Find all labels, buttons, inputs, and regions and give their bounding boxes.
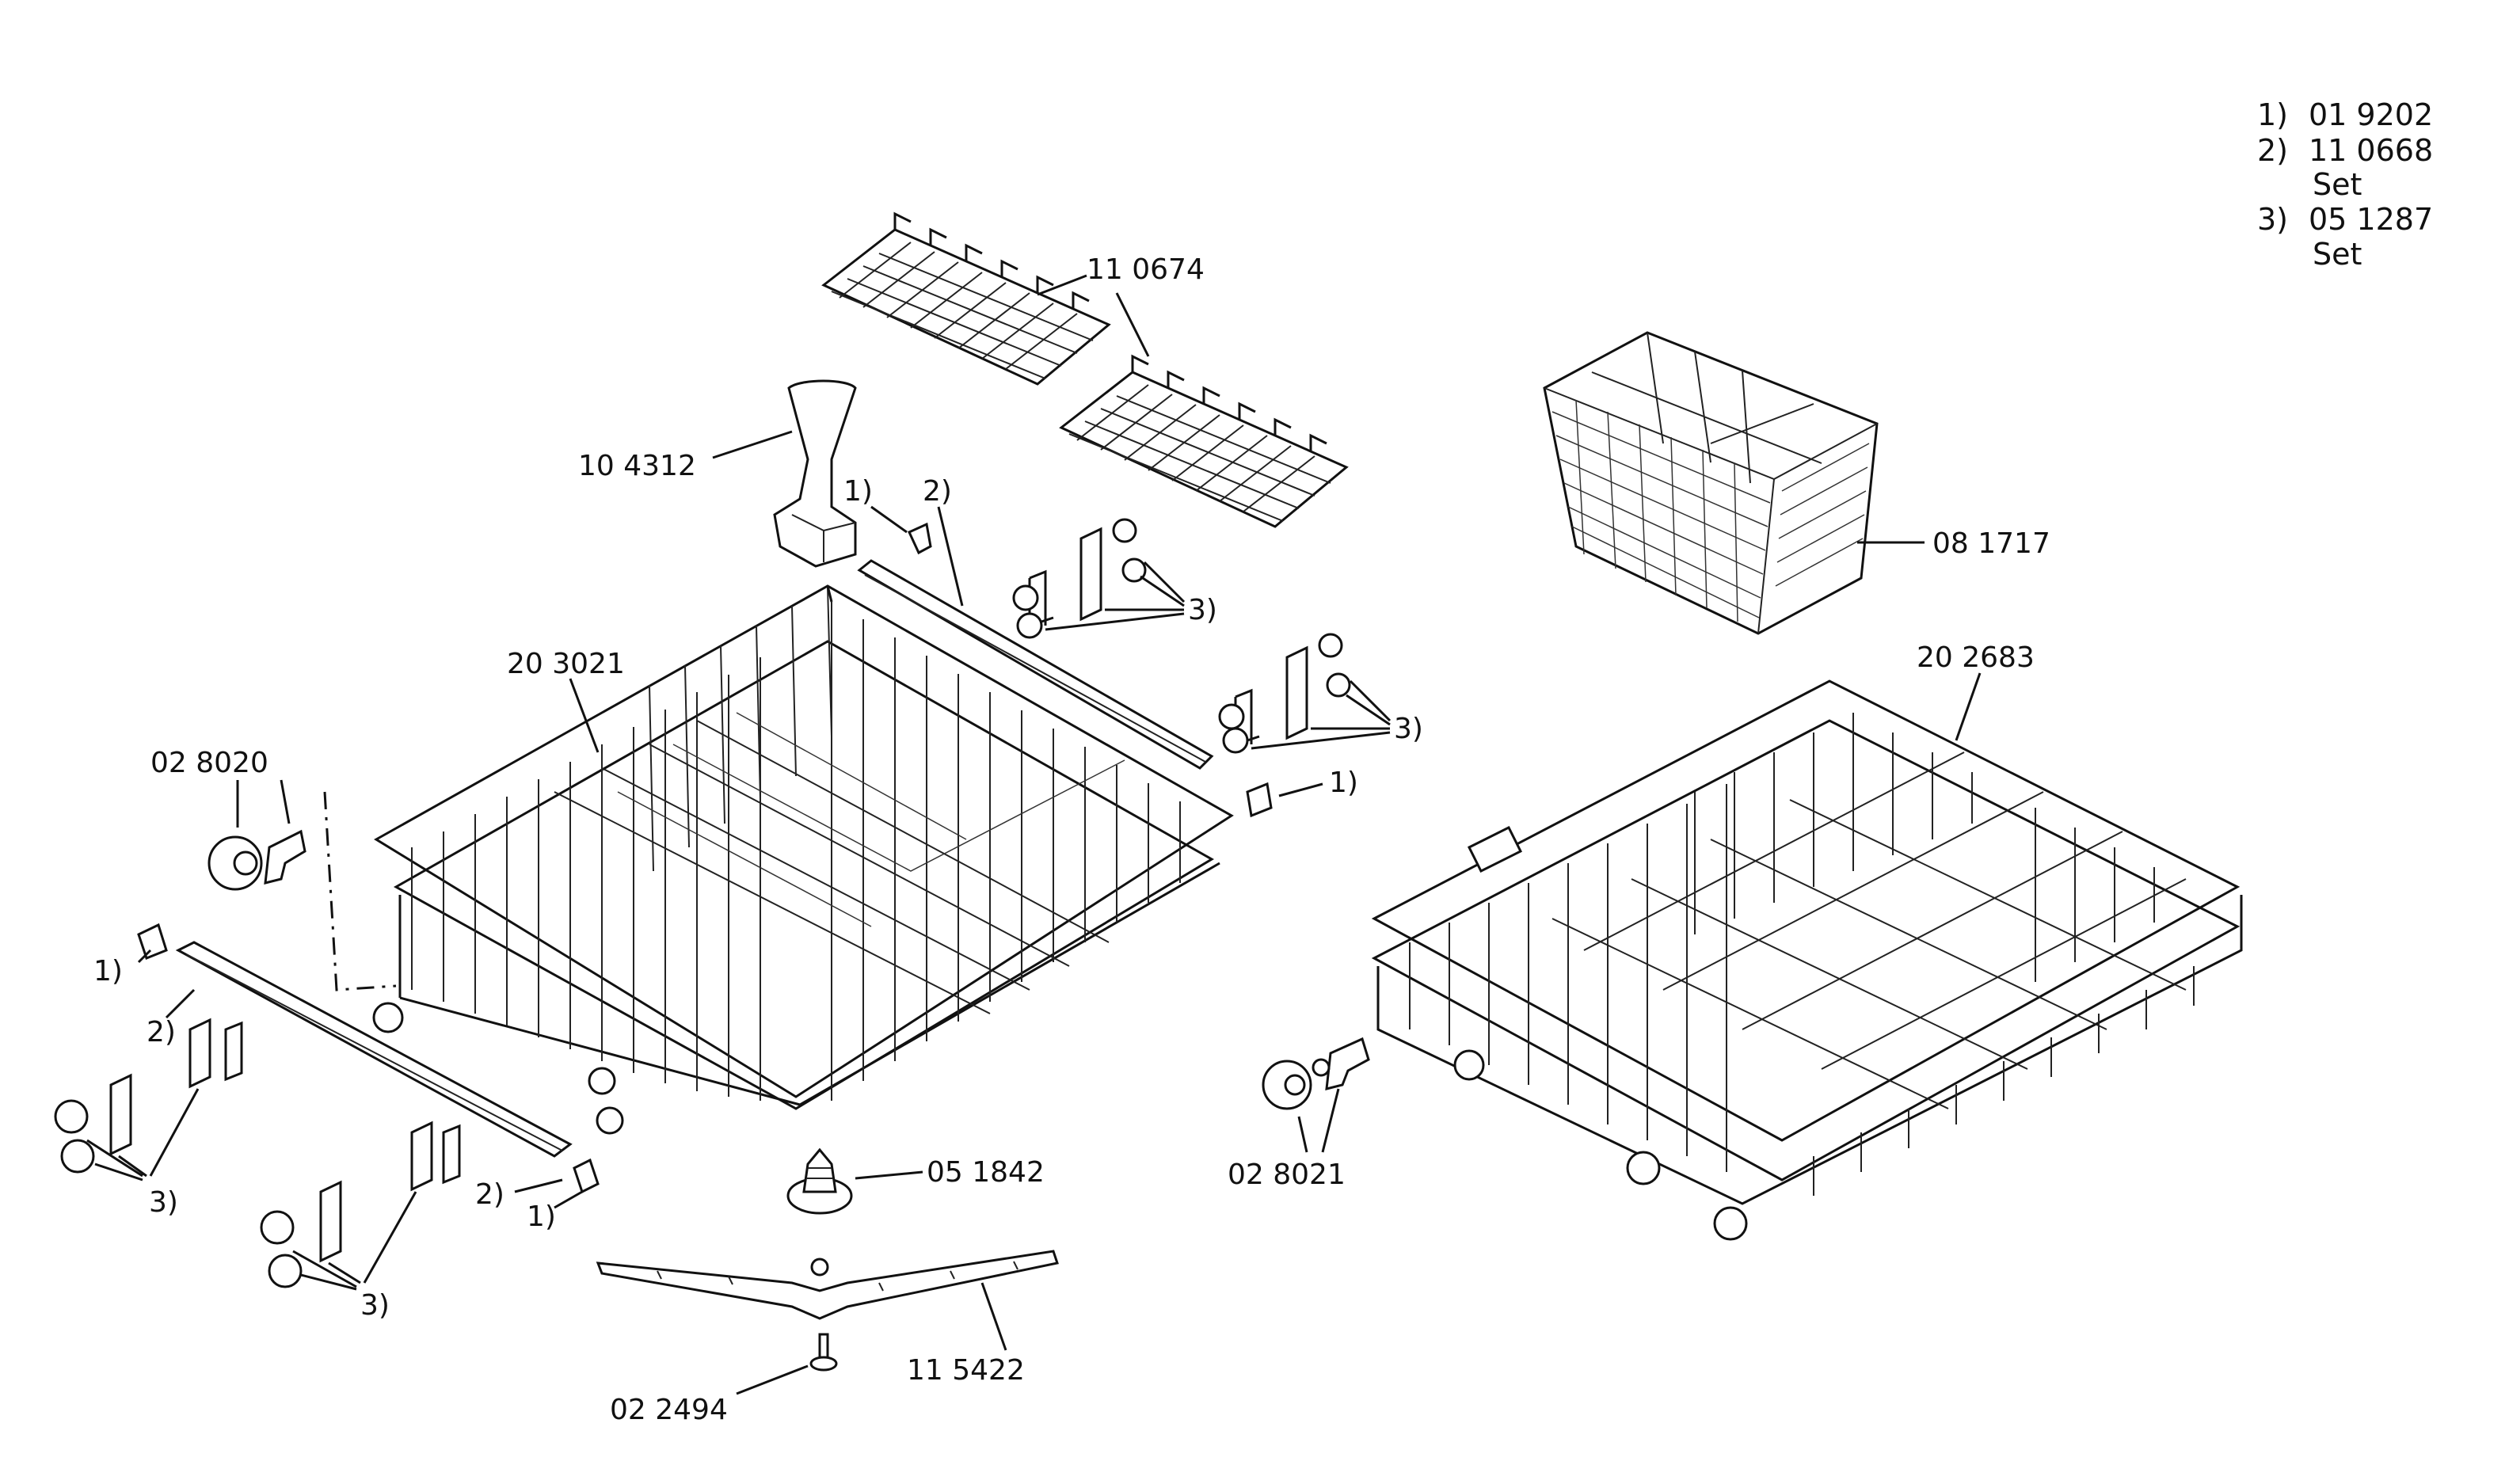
roller-set-upper-b: 3) <box>1218 633 1423 754</box>
lower-basket <box>1371 679 2243 1241</box>
part-number-202683: 20 2683 <box>1917 641 2035 674</box>
legend-note-3: Set <box>2313 237 2362 272</box>
roller-set-upper-a: 3) <box>1012 518 1217 639</box>
clip-left-1: 1) <box>93 923 168 987</box>
cup-rack-lower <box>1059 354 1349 528</box>
legend-marker-2: 2) <box>2257 133 2288 168</box>
spray-arm: 11 5422 <box>596 1250 1059 1387</box>
ref-marker-top-1: 1) <box>843 475 873 508</box>
part-number-051842: 05 1842 <box>927 1156 1045 1189</box>
cutlery-basket <box>1543 331 1879 635</box>
legend-marker-3: 3) <box>2257 202 2288 237</box>
upper-rail-top <box>857 559 1214 770</box>
ref-marker-mid-1: 1) <box>527 1201 556 1233</box>
roller-028020: 02 8020 <box>150 747 397 991</box>
clip-lower-mid: 2) 1) <box>475 1158 600 1233</box>
spray-hub: 05 1842 <box>786 1147 1045 1215</box>
ref-marker-right-1: 1) <box>1329 767 1358 799</box>
label-203021: 20 3021 <box>507 648 625 753</box>
label-081717: 08 1717 <box>1857 527 2050 560</box>
roller-028021: 02 8021 <box>1228 1037 1370 1191</box>
part-number-028021: 02 8021 <box>1228 1159 1346 1191</box>
part-number-110674: 11 0674 <box>1087 253 1205 286</box>
ref-marker-left-2: 2) <box>147 1016 176 1048</box>
ref-marker-mid-2: 2) <box>475 1178 504 1211</box>
part-number-115422: 11 5422 <box>907 1354 1025 1387</box>
part-number-104312: 10 4312 <box>578 450 696 482</box>
legend: 1) 01 9202 2) 11 0668 Set 3) 05 1287 Set <box>2257 97 2433 272</box>
label-104312: 10 4312 <box>578 430 793 482</box>
ref-marker-left-3b: 3) <box>360 1289 390 1322</box>
part-number-028020: 02 8020 <box>150 747 268 779</box>
legend-note-2: Set <box>2313 167 2362 202</box>
ref-marker-left-1: 1) <box>93 955 123 987</box>
ref-marker-left-3: 3) <box>149 1186 178 1219</box>
spray-funnel <box>773 379 857 568</box>
roller-set-left-b: 3) <box>260 1121 461 1322</box>
upper-basket-roller <box>372 1002 404 1033</box>
clip-top-1: 1) <box>843 475 932 555</box>
clip-right-1: 1) <box>1246 767 1358 818</box>
legend-code-1: 01 9202 <box>2309 97 2433 132</box>
cup-rack-upper <box>821 211 1111 386</box>
legend-code-2: 11 0668 <box>2309 133 2433 168</box>
screw: 02 2494 <box>610 1333 838 1426</box>
upper-basket-roller-3 <box>596 1106 624 1135</box>
part-number-203021: 20 3021 <box>507 648 625 680</box>
upper-basket <box>374 584 1234 1110</box>
ref-marker-upper-3b: 3) <box>1394 713 1423 745</box>
part-number-022494: 02 2494 <box>610 1394 728 1426</box>
label-202683: 20 2683 <box>1917 641 2035 741</box>
label-110674: 11 0674 <box>1037 253 1205 357</box>
legend-marker-1: 1) <box>2257 97 2288 132</box>
lower-rail-left: 2) <box>147 941 573 1158</box>
part-number-081717: 08 1717 <box>1932 527 2050 560</box>
ref-marker-top-2: 2) <box>923 475 952 508</box>
legend-code-3: 05 1287 <box>2309 202 2433 237</box>
ref-marker-upper-3a: 3) <box>1188 594 1217 626</box>
ref-top-2: 2) <box>923 475 964 607</box>
roller-set-left-a: 3) <box>54 1018 243 1219</box>
upper-basket-roller-2 <box>588 1067 616 1095</box>
